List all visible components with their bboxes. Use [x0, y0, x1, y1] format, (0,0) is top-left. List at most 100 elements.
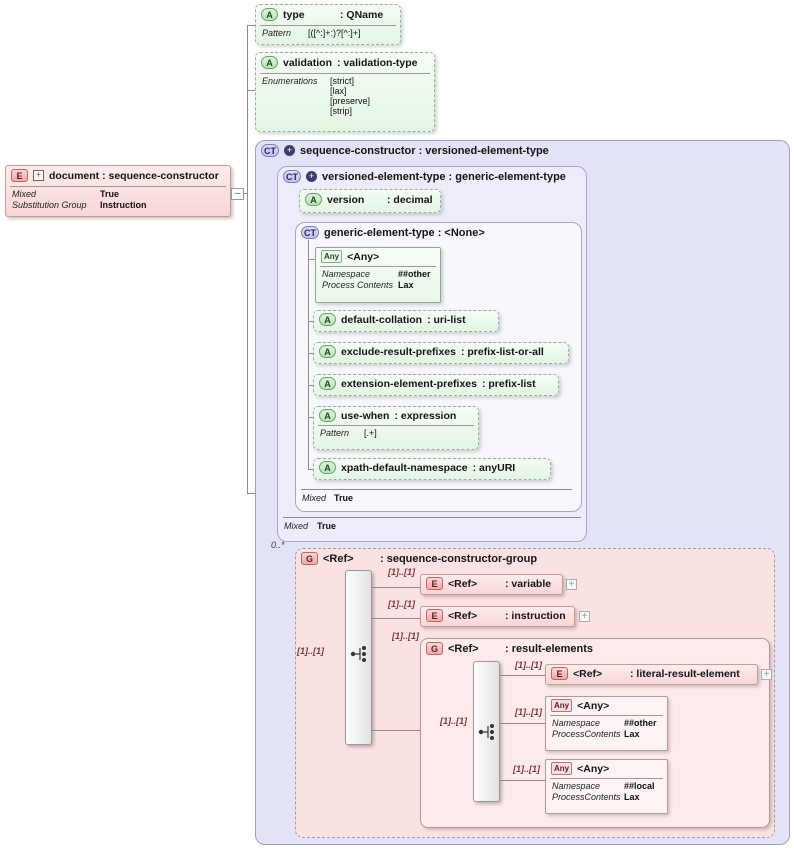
group-ref: <Ref>: [448, 642, 479, 655]
expand-icon[interactable]: [566, 579, 577, 590]
enumerations-row: Enumerations [strict] [lax] [preserve] […: [256, 76, 434, 116]
connector-line: [309, 417, 313, 418]
cardinality-label: [1]..[1]: [297, 646, 324, 656]
connector-line: [248, 90, 255, 91]
divider: [301, 489, 572, 490]
cardinality-label: [1]..[1]: [513, 764, 540, 774]
property-value: Lax: [624, 792, 640, 802]
property-label: ProcessContents: [552, 729, 621, 739]
any-title: <Any>: [347, 250, 380, 263]
attribute-name: version: [327, 193, 365, 206]
enumerations-label: Enumerations: [262, 76, 318, 86]
expand-icon[interactable]: [579, 611, 590, 622]
attribute-header: A default-collation : uri-list: [314, 311, 498, 328]
any-wildcard-box[interactable]: Any <Any> Namespace ##local ProcessConte…: [545, 759, 668, 814]
property-row: ProcessContents Lax: [546, 729, 667, 740]
connector-line: [247, 25, 248, 494]
attribute-extension-element-prefixes-box[interactable]: A extension-element-prefixes : prefix-li…: [313, 374, 559, 396]
element-icon: E: [11, 169, 28, 182]
attribute-xpath-default-namespace-box[interactable]: A xpath-default-namespace : anyURI: [313, 458, 551, 480]
attribute-header: A use-when : expression: [314, 407, 478, 424]
attribute-datatype: : expression: [394, 409, 457, 422]
choice-icon: [350, 646, 366, 662]
attribute-default-collation-box[interactable]: A default-collation : uri-list: [313, 310, 499, 332]
pattern-value: [.+]: [364, 428, 377, 438]
property-value: ##local: [624, 781, 655, 791]
property-label: Substitution Group: [12, 200, 87, 210]
complextype-icon: CT: [301, 226, 319, 239]
attribute-use-when-box[interactable]: A use-when : expression Pattern [.+]: [313, 406, 479, 450]
any-header: Any <Any>: [316, 248, 440, 265]
pattern-label: Pattern: [262, 28, 292, 38]
compositor-bar[interactable]: [345, 570, 372, 745]
attribute-version-box[interactable]: A version : decimal: [299, 189, 441, 213]
plus-icon: [306, 171, 317, 182]
connector-line: [372, 587, 420, 588]
attribute-name: default-collation: [341, 313, 423, 326]
expand-icon[interactable]: [761, 669, 772, 680]
any-title: <Any>: [577, 699, 610, 712]
element-name: : variable: [505, 577, 552, 590]
property-label: Namespace: [322, 269, 371, 279]
connector-line: [309, 385, 313, 386]
group-header: G <Ref> : result-elements: [421, 639, 769, 658]
enum-value: [lax]: [330, 86, 347, 96]
property-label: Namespace: [552, 718, 601, 728]
property-row: Substitution Group Instruction: [6, 200, 230, 211]
property-label: Process Contents: [322, 280, 394, 290]
connector-line: [308, 240, 309, 470]
attribute-validation-box[interactable]: A validation : validation-type Enumerati…: [255, 52, 435, 132]
property-row: Namespace ##other: [316, 269, 440, 280]
complextype-title: generic-element-type : <None>: [324, 226, 485, 239]
compositor-bar[interactable]: [473, 661, 500, 802]
group-title: : result-elements: [505, 642, 594, 655]
property-row: Process Contents Lax: [316, 280, 440, 291]
element-name: : instruction: [505, 609, 566, 622]
attribute-type-box[interactable]: A type : QName Pattern [([^:]+:)?[^:]+]: [255, 4, 401, 45]
group-icon: G: [301, 552, 318, 565]
property-value: ##other: [624, 718, 657, 728]
any-wildcard-box[interactable]: Any <Any> Namespace ##other Process Cont…: [315, 247, 441, 303]
complextype-header: CT generic-element-type : <None>: [296, 223, 581, 242]
property-value: Lax: [624, 729, 640, 739]
cardinality-label: 0..*: [271, 540, 285, 550]
divider: [550, 715, 663, 716]
connector-line: [372, 618, 420, 619]
document-header: E document : sequence-constructor: [6, 166, 230, 185]
pattern-row: Pattern [([^:]+:)?[^:]+]: [256, 28, 400, 39]
divider: [260, 25, 396, 26]
attribute-header: A exclude-result-prefixes : prefix-list-…: [314, 343, 568, 360]
literal-result-element-box[interactable]: E <Ref> : literal-result-element: [545, 664, 758, 685]
element-icon: E: [426, 577, 443, 590]
cardinality-label: [1]..[1]: [440, 716, 467, 726]
attribute-icon: A: [319, 461, 336, 474]
attribute-exclude-result-prefixes-box[interactable]: A exclude-result-prefixes : prefix-list-…: [313, 342, 569, 364]
collapse-toggle-icon[interactable]: [231, 188, 244, 200]
document-title: document : sequence-constructor: [49, 169, 219, 182]
pattern-row: Pattern [.+]: [314, 428, 478, 439]
enumerations-values: [strict] [lax] [preserve] [strip]: [330, 76, 370, 116]
plus-icon: [33, 170, 44, 181]
divider: [10, 186, 226, 187]
connector-line: [500, 675, 545, 676]
any-header: Any <Any>: [546, 760, 667, 777]
element-ref: <Ref>: [448, 609, 478, 622]
instruction-element-box[interactable]: E <Ref> : instruction: [420, 606, 575, 627]
attribute-header: A type : QName: [256, 5, 400, 24]
pattern-label: Pattern: [320, 428, 350, 438]
any-header: Any <Any>: [546, 697, 667, 714]
attribute-icon: A: [319, 409, 336, 422]
property-row: Namespace ##local: [546, 781, 667, 792]
variable-element-box[interactable]: E <Ref> : variable: [420, 574, 563, 595]
enum-value: [strip]: [330, 106, 353, 116]
cardinality-label: [1]..[1]: [392, 631, 419, 641]
property-row: Mixed True: [6, 189, 230, 200]
document-element-box[interactable]: E document : sequence-constructor Mixed …: [5, 165, 231, 217]
any-wildcard-box[interactable]: Any <Any> Namespace ##other ProcessConte…: [545, 696, 668, 751]
element-header: E <Ref> : variable: [421, 575, 562, 592]
group-ref: <Ref>: [323, 552, 354, 565]
attribute-name: use-when: [341, 409, 390, 422]
property-value: Instruction: [100, 200, 147, 210]
divider: [550, 778, 663, 779]
attribute-name: xpath-default-namespace: [341, 461, 468, 474]
